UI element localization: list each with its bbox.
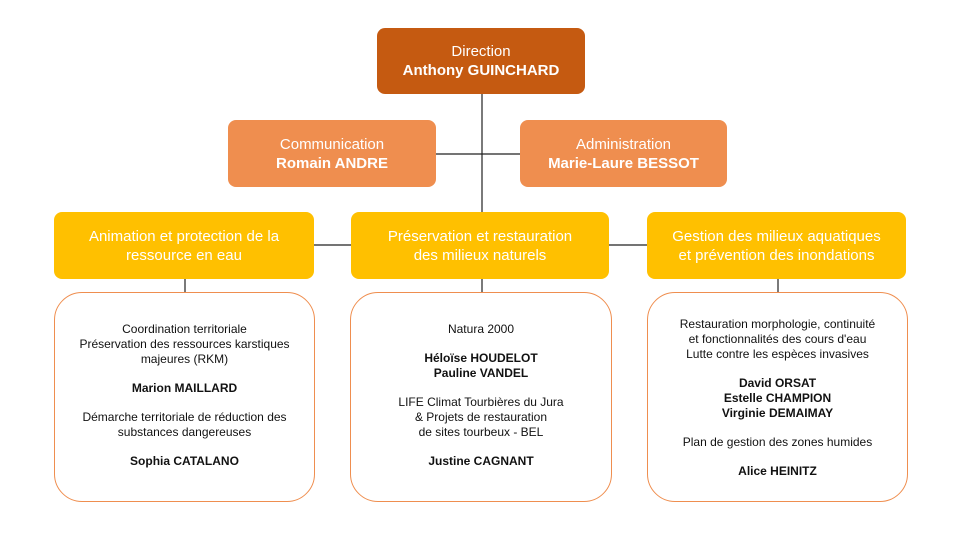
mission-text: Lutte contre les espèces invasives [686, 347, 869, 361]
direction-box: Direction Anthony GUINCHARD [377, 28, 585, 94]
mission-text: de sites tourbeux - BEL [418, 425, 544, 439]
unit-box-aquatic-environments: Gestion des milieux aquatiques et préven… [647, 212, 906, 279]
mission-text: Plan de gestion des zones humides [682, 435, 873, 449]
person-name: Justine CAGNANT [428, 454, 534, 468]
mission-text: & Projets de restauration [414, 410, 548, 424]
communication-person: Romain ANDRE [276, 154, 388, 172]
unit-title-line: Animation et protection de la [88, 227, 280, 245]
administration-box: Administration Marie-Laure BESSOT [520, 120, 727, 187]
person-name: Marion MAILLARD [131, 381, 238, 395]
mission-text: Coordination territoriale [122, 322, 247, 336]
administration-person: Marie-Laure BESSOT [548, 154, 699, 172]
unit-title-line: des milieux naturels [413, 246, 547, 264]
person-name: Pauline VANDEL [433, 366, 529, 380]
mission-text: et fonctionnalités des cours d'eau [688, 332, 867, 346]
mission-text: Préservation des ressources karstiques [79, 337, 290, 351]
unit-title-line: et prévention des inondations [678, 246, 875, 264]
person-name: Estelle CHAMPION [723, 391, 832, 405]
person-name: Héloïse HOUDELOT [424, 351, 538, 365]
mission-text: substances dangereuses [117, 425, 252, 439]
unit-box-water-resource: Animation et protection de la ressource … [54, 212, 314, 279]
mission-text: Natura 2000 [447, 322, 515, 336]
mission-text: Démarche territoriale de réduction des [82, 410, 287, 424]
administration-role: Administration [575, 135, 672, 153]
communication-box: Communication Romain ANDRE [228, 120, 436, 187]
person-name: David ORSAT [738, 376, 817, 390]
mission-text: majeures (RKM) [140, 352, 229, 366]
unit-details-card-natural-areas: Natura 2000 Héloïse HOUDELOT Pauline VAN… [350, 292, 612, 502]
person-name: Alice HEINITZ [738, 464, 817, 478]
unit-details-card-water-resource: Coordination territoriale Préservation d… [54, 292, 315, 502]
person-name: Sophia CATALANO [130, 454, 239, 468]
communication-role: Communication [279, 135, 385, 153]
mission-text: Restauration morphologie, continuité [679, 317, 876, 331]
unit-details-card-aquatic-environments: Restauration morphologie, continuité et … [647, 292, 908, 502]
direction-role: Direction [451, 43, 511, 60]
mission-text: LIFE Climat Tourbières du Jura [398, 395, 564, 409]
unit-title-line: Gestion des milieux aquatiques [672, 227, 881, 245]
unit-title-line: ressource en eau [126, 246, 242, 264]
person-name: Virginie DEMAIMAY [721, 406, 834, 420]
unit-title-line: Préservation et restauration [387, 227, 573, 245]
direction-person: Anthony GUINCHARD [402, 62, 560, 79]
unit-box-natural-areas: Préservation et restauration des milieux… [351, 212, 609, 279]
